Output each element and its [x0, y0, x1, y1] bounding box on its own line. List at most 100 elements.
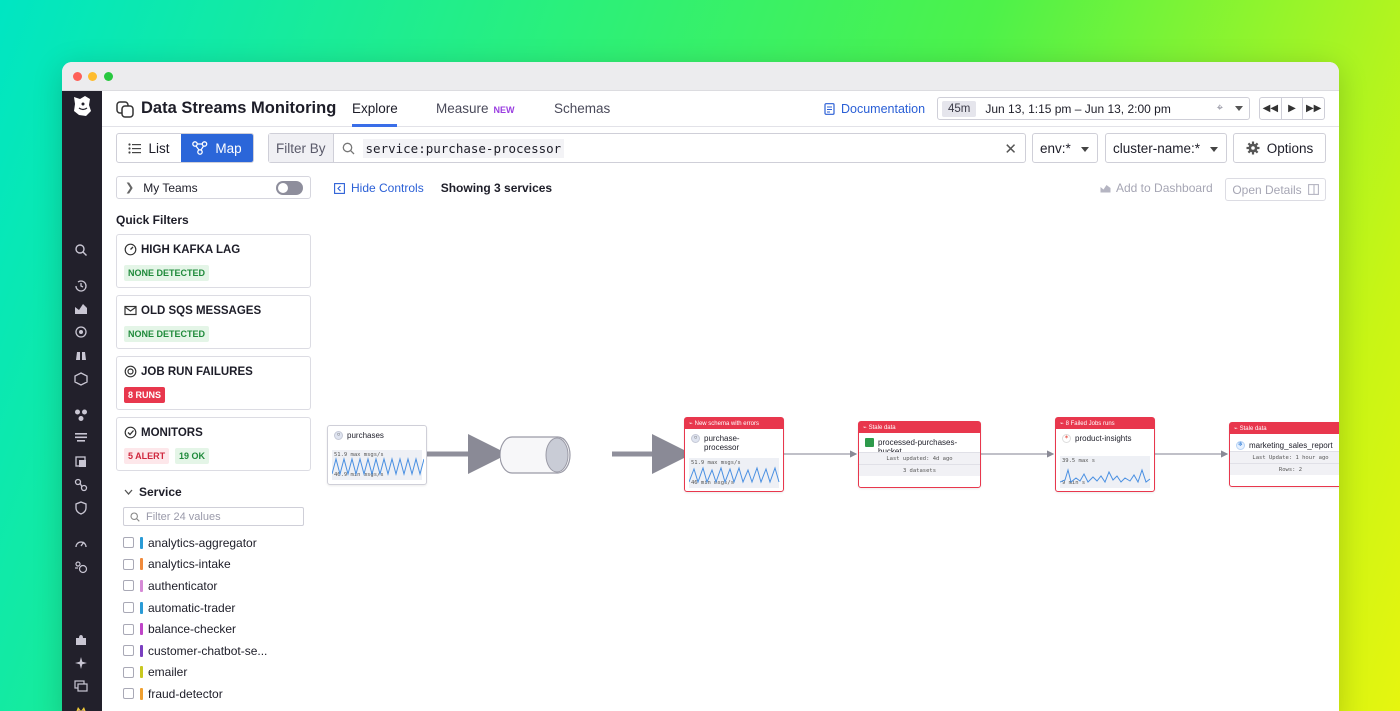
apm-icon[interactable] — [74, 408, 88, 422]
rewind-icon[interactable]: ◀◀ — [1260, 98, 1282, 119]
service-checkbox-row[interactable]: analytics-intake — [116, 554, 311, 576]
puzzle-icon[interactable] — [74, 633, 88, 647]
hide-controls-button[interactable]: Hide Controls — [334, 181, 424, 195]
gauge-icon — [124, 243, 137, 256]
service-checkbox-row[interactable]: emailer — [116, 662, 311, 684]
alert-text: Stale data — [1239, 425, 1267, 432]
time-range-picker[interactable]: 45m Jun 13, 1:15 pm – Jun 13, 2:00 pm ⌖ — [937, 97, 1250, 120]
checkbox[interactable] — [123, 537, 134, 549]
quick-filter-high-kafka-lag[interactable]: HIGH KAFKA LAG NONE DETECTED — [116, 234, 311, 288]
checkbox[interactable] — [123, 558, 134, 570]
service-color-swatch — [140, 644, 143, 657]
tab-explore[interactable]: Explore — [352, 101, 398, 116]
service-checkbox-row[interactable]: balance-checker — [116, 618, 311, 640]
quick-filter-job-run-failures[interactable]: JOB RUN FAILURES 8 RUNS — [116, 356, 311, 410]
status-badge: NONE DETECTED — [124, 265, 210, 281]
close-window-button[interactable] — [73, 72, 82, 81]
window-titlebar — [62, 62, 1339, 91]
chevron-right-icon[interactable]: ❯ — [125, 182, 135, 194]
binoculars-icon[interactable] — [74, 348, 88, 362]
env-dropdown[interactable]: env:* — [1032, 133, 1098, 163]
list-view-label: List — [148, 140, 170, 156]
view-toggle: List Map — [116, 133, 254, 163]
alert-text: Stale data — [868, 424, 896, 431]
datasets-info: 3 datasets — [859, 464, 980, 476]
checkbox[interactable] — [123, 666, 134, 678]
service-checkbox-row[interactable]: authenticator — [116, 575, 311, 597]
my-teams-row[interactable]: ❯ My Teams — [116, 176, 311, 199]
service-filter-input[interactable]: Filter 24 values — [123, 507, 304, 526]
cycle-icon — [124, 365, 137, 378]
node-marketing-sales-report[interactable]: ⌁Stale data ❄marketing_sales_report Last… — [1229, 422, 1339, 487]
map-icon — [192, 141, 208, 155]
service-color-swatch — [140, 623, 143, 636]
datadog-logo[interactable] — [71, 94, 93, 118]
checkbox[interactable] — [123, 623, 134, 635]
side-panel-icon — [1307, 184, 1319, 195]
gauge-icon[interactable] — [74, 537, 88, 551]
service-list: analytics-aggregator analytics-intake au… — [116, 532, 311, 705]
play-icon[interactable]: ▶ — [1282, 98, 1304, 119]
env-dropdown-value: env:* — [1040, 140, 1071, 156]
node-processed-purchases-bucket[interactable]: ⌁Stale data processed-purchases-bucket L… — [858, 421, 981, 488]
my-teams-label: My Teams — [143, 180, 198, 195]
add-to-dashboard-button[interactable]: Add to Dashboard — [1100, 181, 1213, 195]
chevron-down-icon[interactable] — [1235, 106, 1243, 111]
quick-filters-title: Quick Filters — [116, 213, 189, 227]
service-checkbox-row[interactable]: fraud-detector — [116, 683, 311, 705]
monitors-icon[interactable] — [74, 325, 88, 339]
checkbox[interactable] — [123, 580, 134, 592]
data-streams-icon[interactable] — [74, 560, 88, 574]
list-icon — [128, 142, 142, 154]
service-facet-header[interactable]: Service — [116, 485, 311, 499]
service-checkbox-row[interactable]: analytics-aggregator — [116, 532, 311, 554]
pin-icon[interactable]: ⌖ — [1216, 102, 1223, 114]
user-avatar-icon[interactable] — [74, 703, 88, 711]
maximize-window-button[interactable] — [104, 72, 113, 81]
checkbox[interactable] — [123, 645, 134, 657]
service-name: authenticator — [148, 578, 218, 593]
service-checkbox-row[interactable]: customer-chatbot-se... — [116, 640, 311, 662]
sparkline — [1060, 468, 1151, 484]
list-view-button[interactable]: List — [117, 134, 181, 162]
alert-count-badge: 5 ALERT — [124, 448, 170, 464]
metric-max: 51.9 max msgs/s — [334, 452, 384, 458]
status-badge: 8 RUNS — [124, 387, 166, 403]
dashboards-icon[interactable] — [74, 301, 88, 315]
security-icon[interactable] — [74, 455, 88, 469]
logs-icon[interactable] — [74, 431, 88, 445]
service-checkbox-row[interactable]: automatic-trader — [116, 597, 311, 619]
quick-filter-old-sqs-messages[interactable]: OLD SQS MESSAGES NONE DETECTED — [116, 295, 311, 349]
chevron-down-icon — [124, 489, 133, 495]
integrations-icon[interactable] — [74, 478, 88, 492]
close-icon[interactable]: ✕ — [1004, 141, 1017, 158]
shield-icon[interactable] — [74, 501, 88, 515]
cluster-dropdown[interactable]: cluster-name:* — [1105, 133, 1227, 163]
tab-schemas[interactable]: Schemas — [554, 101, 611, 116]
node-purchase-processor[interactable]: ⌁New schema with errors ○purchase-proces… — [684, 417, 784, 492]
options-button[interactable]: Options — [1233, 133, 1326, 163]
node-name: processed-purchases-bucket — [878, 438, 958, 456]
filter-input[interactable]: Filter By service:purchase-processor ✕ — [268, 133, 1026, 163]
checkbox[interactable] — [123, 688, 134, 700]
kafka-queue-node[interactable] — [500, 435, 572, 475]
infrastructure-icon[interactable] — [74, 372, 88, 386]
my-teams-toggle[interactable] — [276, 181, 303, 195]
documentation-link[interactable]: Documentation — [824, 102, 925, 116]
checkbox[interactable] — [123, 602, 134, 614]
history-icon[interactable] — [74, 279, 88, 293]
node-product-insights[interactable]: ⌁8 Failed Jobs runs ✶product-insights 39… — [1055, 417, 1155, 492]
node-purchases[interactable]: ○purchases 51.9 max msgs/s 46.9 min msgs… — [327, 425, 427, 485]
map-view-button[interactable]: Map — [181, 134, 253, 162]
chat-icon[interactable] — [74, 679, 88, 693]
open-details-button[interactable]: Open Details — [1225, 178, 1326, 201]
minimize-window-button[interactable] — [88, 72, 97, 81]
sparkle-icon[interactable] — [74, 656, 88, 670]
quick-filter-monitors[interactable]: MONITORS 5 ALERT 19 OK — [116, 417, 311, 471]
cluster-dropdown-value: cluster-name:* — [1113, 140, 1201, 156]
fast-forward-icon[interactable]: ▶▶ — [1305, 103, 1322, 114]
globe-icon: ○ — [334, 431, 343, 440]
search-icon[interactable] — [74, 243, 88, 257]
